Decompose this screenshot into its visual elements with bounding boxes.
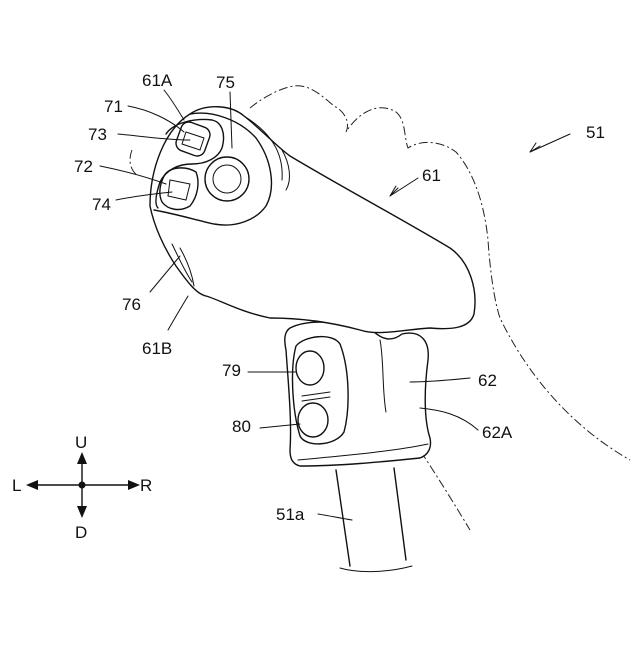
label-74: 74 [92,195,111,214]
label-80: 80 [232,417,251,436]
label-62A: 62A [482,423,513,442]
arrow-down-icon [77,506,87,518]
dir-left-label: L [12,476,21,495]
arrow-up-icon [77,452,87,464]
label-62: 62 [478,371,497,390]
label-61B: 61B [142,339,172,358]
dir-right-label: R [140,476,152,495]
label-76: 76 [122,295,141,314]
dir-down-label: D [75,523,87,542]
label-71: 71 [104,97,123,116]
direction-indicator: U D L R [12,433,152,542]
label-61: 61 [422,166,441,185]
label-51a: 51a [276,505,305,524]
label-51: 51 [586,123,605,142]
shaft-51a [336,468,412,572]
dir-up-label: U [75,433,87,452]
label-79: 79 [222,361,241,380]
head-61 [150,107,475,333]
origin-dot [79,482,86,489]
arrow-right-icon [128,480,140,490]
label-61A: 61A [142,71,173,90]
arrow-left-icon [26,480,38,490]
label-72: 72 [74,157,93,176]
label-73: 73 [88,125,107,144]
grip-62 [285,322,431,466]
label-75: 75 [216,73,235,92]
